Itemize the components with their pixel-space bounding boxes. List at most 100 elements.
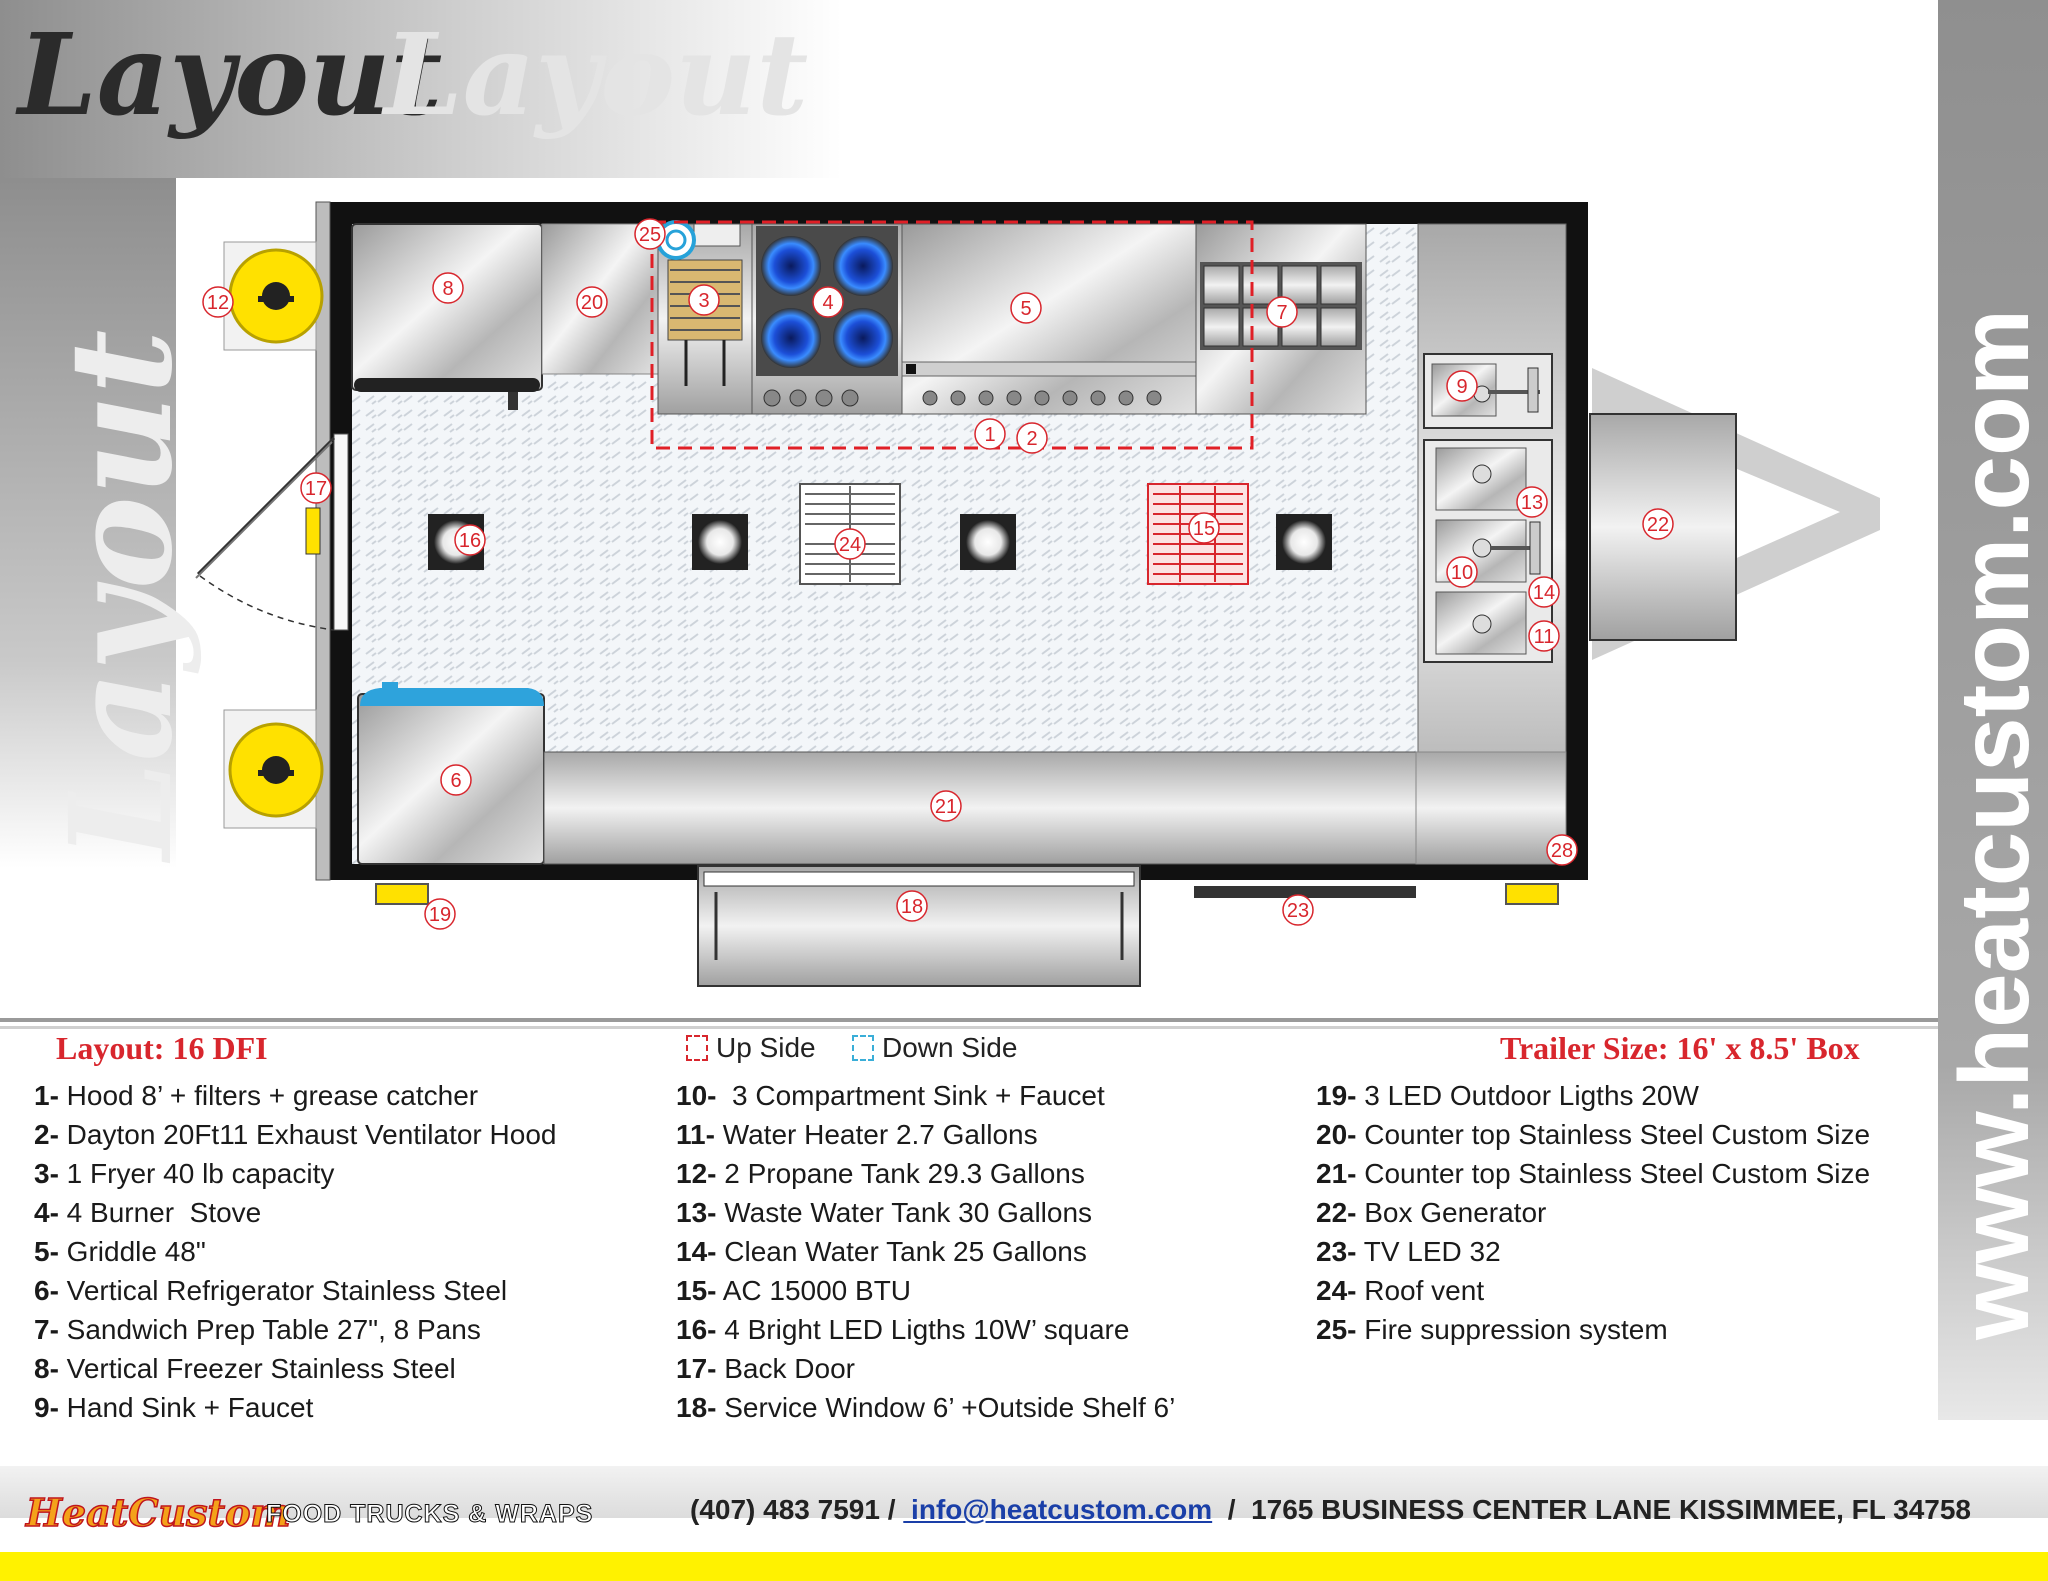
legend-text: 3 LED Outdoor Ligths 20W — [1356, 1080, 1699, 1111]
callout-6: 6 — [440, 764, 472, 796]
callout-label: 1 — [984, 424, 995, 446]
divider — [0, 1018, 1938, 1022]
callout-label: 12 — [207, 292, 229, 314]
legend-item: 13- Waste Water Tank 30 Gallons — [676, 1193, 1175, 1232]
legend-text: Water Heater 2.7 Gallons — [714, 1119, 1038, 1150]
callout-4: 4 — [812, 286, 844, 318]
legend-number: 25- — [1316, 1314, 1357, 1345]
callout-label: 20 — [581, 292, 603, 314]
legend-number: 21- — [1316, 1158, 1357, 1189]
callout-22: 22 — [1642, 508, 1674, 540]
legend-item: 23- TV LED 32 — [1316, 1232, 1870, 1271]
callout-label: 17 — [305, 478, 327, 500]
page-title-dark: Layout — [18, 10, 443, 141]
counter-top-21 — [543, 751, 1417, 865]
callout-24: 24 — [834, 528, 866, 560]
callout-label: 11 — [1534, 626, 1555, 648]
callout-19: 19 — [424, 898, 456, 930]
legend-item: 15- AC 15000 BTU — [676, 1271, 1175, 1310]
callout-12: 12 — [202, 286, 234, 318]
legend-item: 8- Vertical Freezer Stainless Steel — [34, 1349, 556, 1388]
led-light — [1276, 514, 1332, 570]
legend-text: 3 Compartment Sink + Faucet — [716, 1080, 1105, 1111]
led-light — [960, 514, 1016, 570]
hood-outline — [650, 220, 1254, 450]
callout-label: 8 — [442, 278, 453, 300]
tv-led — [1194, 886, 1416, 898]
legend-text: 4 Bright LED Ligths 10W’ square — [716, 1314, 1130, 1345]
email-link[interactable]: info@heatcustom.com — [903, 1494, 1213, 1525]
callout-5: 5 — [1010, 292, 1042, 324]
propane-tank-bottom — [223, 709, 324, 829]
legend-text: Back Door — [716, 1353, 855, 1384]
callout-label: 23 — [1287, 900, 1309, 922]
legend-item: 25- Fire suppression system — [1316, 1310, 1870, 1349]
legend-number: 10- — [676, 1080, 717, 1111]
callout-21: 21 — [930, 790, 962, 822]
legend-text: Roof vent — [1356, 1275, 1485, 1306]
vertical-freezer — [351, 223, 543, 410]
legend-text: Counter top Stainless Steel Custom Size — [1356, 1119, 1871, 1150]
callout-15: 15 — [1188, 512, 1220, 544]
callout-label: 13 — [1521, 492, 1543, 514]
legend-text: Fire suppression system — [1356, 1314, 1668, 1345]
legend-number: 19- — [1316, 1080, 1357, 1111]
legend-text: Hood 8’ + filters + grease catcher — [58, 1080, 479, 1111]
layout-name: Layout: 16 DFI — [56, 1030, 268, 1066]
callout-label: 22 — [1647, 514, 1669, 536]
legend-item: 24- Roof vent — [1316, 1271, 1870, 1310]
callout-9: 9 — [1446, 370, 1478, 402]
legend-text: Counter top Stainless Steel Custom Size — [1356, 1158, 1871, 1189]
callout-label: 7 — [1276, 302, 1287, 324]
legend-item: 22- Box Generator — [1316, 1193, 1870, 1232]
legend-text: Griddle 48" — [58, 1236, 206, 1267]
legend-item: 11- Water Heater 2.7 Gallons — [676, 1115, 1175, 1154]
callout-label: 14 — [1533, 582, 1555, 604]
legend-text: Vertical Freezer Stainless Steel — [58, 1353, 456, 1384]
legend-item: 6- Vertical Refrigerator Stainless Steel — [34, 1271, 556, 1310]
up-side-key: Up Side — [686, 1026, 816, 1070]
legend-item: 21- Counter top Stainless Steel Custom S… — [1316, 1154, 1870, 1193]
legend-number: 17- — [676, 1353, 717, 1384]
callout-label: 2 — [1026, 428, 1037, 450]
callout-label: 6 — [450, 770, 461, 792]
page-title-light: Layout — [384, 10, 809, 141]
callout-label: 24 — [839, 534, 861, 556]
down-side-swatch — [852, 1035, 874, 1061]
legend-number: 13- — [676, 1197, 717, 1228]
legend-text: Service Window 6’ +Outside Shelf 6’ — [716, 1392, 1176, 1423]
counter-top-20 — [541, 223, 659, 375]
legend-number: 2- — [34, 1119, 59, 1150]
legend-item: 18- Service Window 6’ +Outside Shelf 6’ — [676, 1388, 1175, 1427]
brand-tagline: FOOD TRUCKS & WRAPS — [265, 1500, 594, 1529]
header-gradient — [0, 0, 842, 178]
legend-text: Clean Water Tank 25 Gallons — [716, 1236, 1087, 1267]
service-window — [697, 865, 1141, 987]
legend-text: Vertical Refrigerator Stainless Steel — [58, 1275, 508, 1306]
legend-number: 8- — [34, 1353, 59, 1384]
callout-label: 15 — [1193, 518, 1215, 540]
callout-14: 14 — [1528, 576, 1560, 608]
hand-sink — [1423, 353, 1553, 429]
legend-text: Hand Sink + Faucet — [58, 1392, 314, 1423]
four-burner-stove — [751, 223, 903, 415]
callout-label: 3 — [698, 290, 709, 312]
legend-text: Box Generator — [1356, 1197, 1547, 1228]
legend-number: 22- — [1316, 1197, 1357, 1228]
callout-11: 11 — [1528, 620, 1560, 652]
legend-text: AC 15000 BTU — [716, 1275, 912, 1306]
griddle — [901, 223, 1197, 415]
legend-number: 12- — [676, 1158, 717, 1189]
legend-item: 16- 4 Bright LED Ligths 10W’ square — [676, 1310, 1175, 1349]
legend-number: 1- — [34, 1080, 59, 1111]
right-sidebar — [1938, 0, 2048, 1420]
callout-16: 16 — [454, 524, 486, 556]
legend-item: 14- Clean Water Tank 25 Gallons — [676, 1232, 1175, 1271]
callout-label: 5 — [1020, 298, 1031, 320]
legend-number: 14- — [676, 1236, 717, 1267]
legend-number: 20- — [1316, 1119, 1357, 1150]
phone-number[interactable]: (407) 483 7591 — [690, 1494, 880, 1525]
legend-item: 4- 4 Burner Stove — [34, 1193, 556, 1232]
legend-item: 19- 3 LED Outdoor Ligths 20W — [1316, 1076, 1870, 1115]
